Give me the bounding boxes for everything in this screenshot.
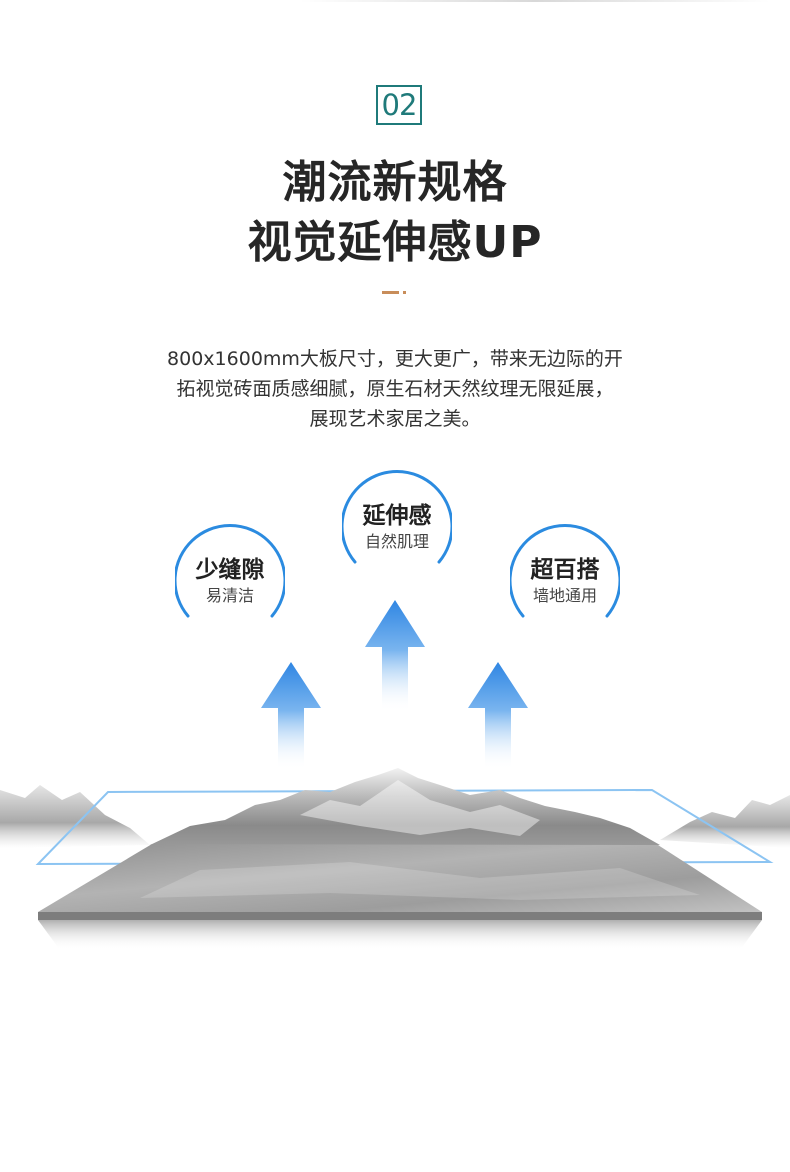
snow-highlight bbox=[300, 780, 540, 836]
center-mountain bbox=[150, 768, 660, 850]
tile-veining bbox=[140, 862, 700, 900]
divider-dot bbox=[403, 291, 406, 294]
right-mountain bbox=[660, 795, 790, 848]
feature-arc-icon bbox=[175, 524, 285, 618]
feature-arc-icon bbox=[342, 470, 452, 564]
description-line-3: 展现艺术家居之美。 bbox=[309, 408, 481, 430]
divider-bar bbox=[382, 291, 399, 294]
feature-versatile: 超百搭 墙地通用 bbox=[510, 520, 620, 630]
feature-extension: 延伸感 自然肌理 bbox=[342, 466, 452, 576]
feature-title: 延伸感 bbox=[362, 503, 432, 529]
feature-title: 少缝隙 bbox=[195, 557, 265, 583]
top-rule bbox=[300, 0, 770, 2]
outline-plane bbox=[35, 788, 774, 866]
tile-shadow bbox=[38, 920, 762, 950]
description-line-1: 800x1600mm大板尺寸，更大更广，带来无边际的开 bbox=[167, 348, 623, 370]
up-arrow-icon bbox=[261, 662, 321, 770]
title-divider bbox=[382, 291, 406, 294]
up-arrow-icon bbox=[468, 662, 528, 770]
feature-arc-icon bbox=[510, 524, 620, 618]
section-number-badge: 02 bbox=[376, 85, 422, 125]
feature-title: 超百搭 bbox=[530, 557, 600, 583]
feature-less-seams: 少缝隙 易清洁 bbox=[175, 520, 285, 630]
page-title-line-1: 潮流新规格 bbox=[282, 157, 508, 208]
left-mountain bbox=[0, 785, 150, 848]
feature-subtitle: 自然肌理 bbox=[364, 532, 429, 551]
page-title-line-2: 视觉延伸感UP bbox=[247, 217, 543, 268]
description-line-2: 拓视觉砖面质感细腻，原生石材天然纹理无限延展， bbox=[176, 378, 614, 400]
feature-subtitle: 墙地通用 bbox=[532, 586, 597, 605]
up-arrow-icon bbox=[365, 600, 425, 712]
feature-subtitle: 易清洁 bbox=[205, 586, 254, 605]
tile-slab-top bbox=[38, 844, 762, 912]
tile-slab-edge bbox=[38, 912, 762, 920]
